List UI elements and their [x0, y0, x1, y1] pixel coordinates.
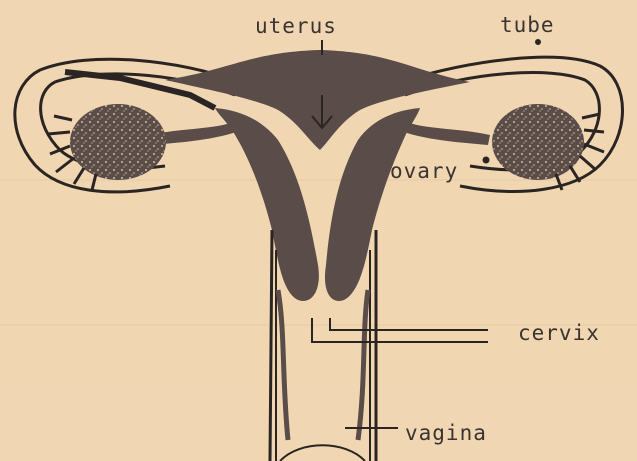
tube-leader-dot	[536, 40, 540, 44]
label-uterus: uterus	[255, 14, 337, 38]
ovary-leader-dot	[484, 158, 489, 163]
label-ovary: ovary	[390, 159, 458, 183]
label-cervix: cervix	[518, 321, 600, 345]
label-vagina: vagina	[405, 421, 487, 445]
label-tube: tube	[500, 13, 555, 37]
